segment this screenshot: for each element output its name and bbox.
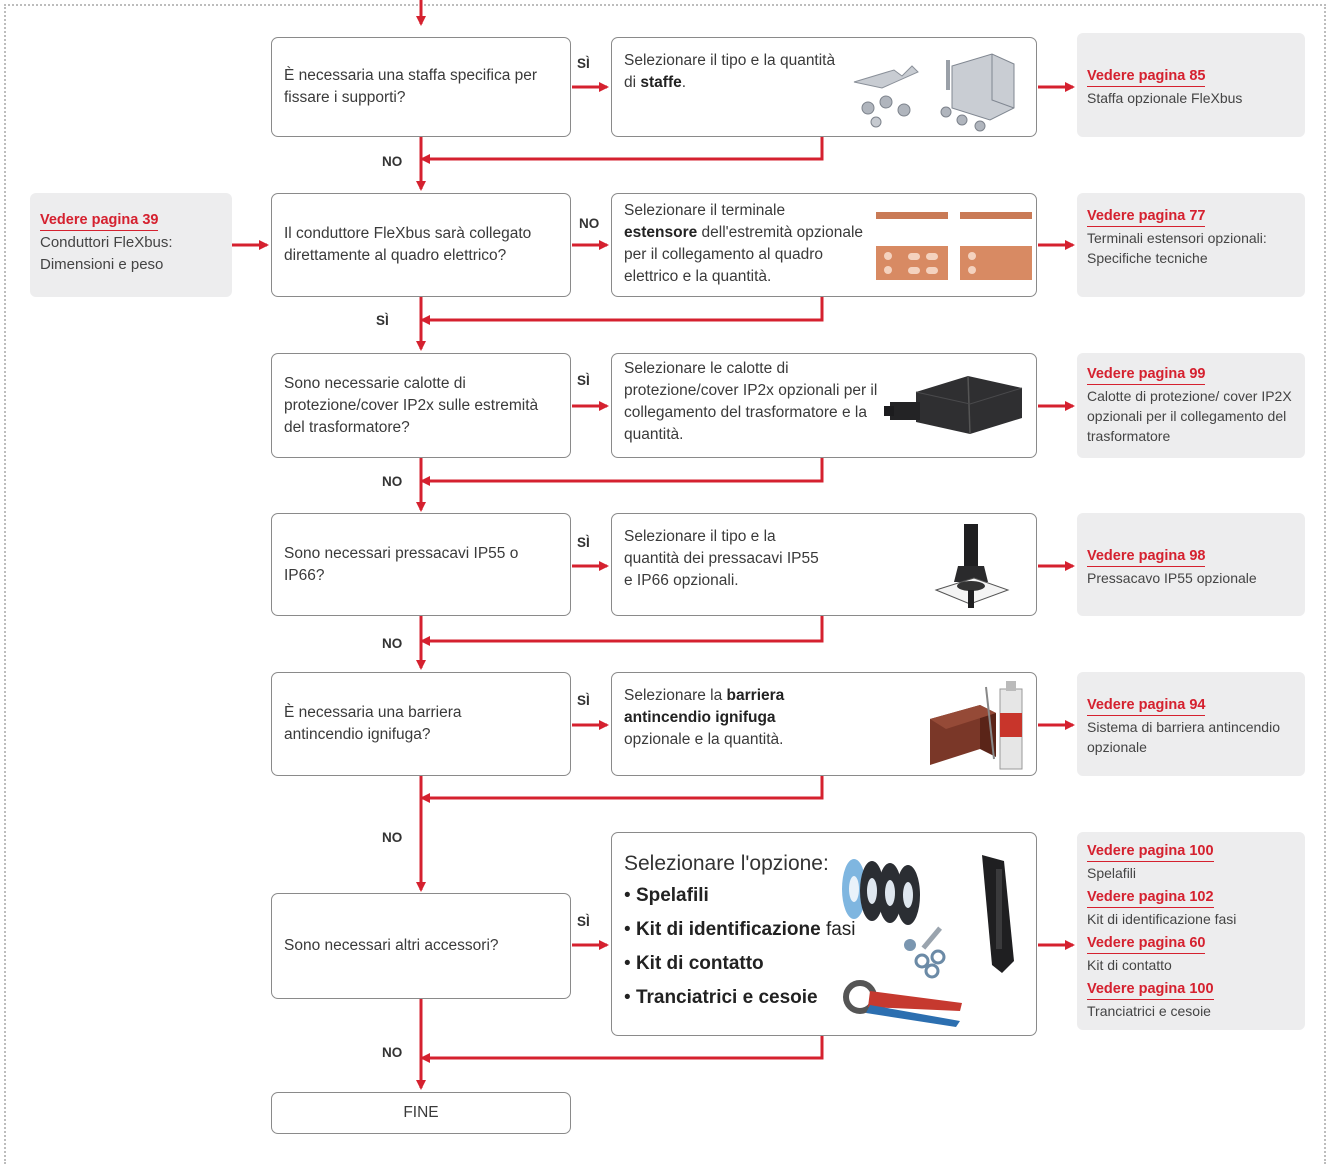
option-item: • Spelafili <box>624 885 709 906</box>
yes-label: SÌ <box>577 914 590 929</box>
option-item: • Kit di contatto <box>624 953 764 974</box>
answer-text: Selezionare le calotte di protezione/cov… <box>624 358 886 446</box>
answer-text-plain: Selezionare il tipo e la quantità dei pr… <box>624 528 819 589</box>
reference-box: Vedere pagina 94 Sistema di barriera ant… <box>1077 672 1305 776</box>
cable-gland-image <box>934 524 1010 608</box>
option-list: Selezionare l'opzione: • Spelafili • Kit… <box>624 849 894 1015</box>
option-item: • Tranciatrici e cesoie <box>624 987 818 1008</box>
reference-description: Spelafili <box>1087 865 1137 881</box>
reference-link[interactable]: Vedere pagina 39 <box>40 211 159 231</box>
answer-text: Selezionare il tipo e la quantità di sta… <box>624 50 839 94</box>
answer-text-plain: opzionale e la quantità. <box>624 731 784 748</box>
reference-link[interactable]: Vedere pagina 102 <box>1087 888 1214 908</box>
side-reference: Vedere pagina 39 Conduttori FleXbus: Dim… <box>30 193 232 297</box>
reference-link[interactable]: Vedere pagina 85 <box>1087 67 1206 87</box>
answer-text-plain: . <box>681 74 687 91</box>
no-label: NO <box>382 636 403 651</box>
reference-description: Dimensioni e peso <box>40 256 164 273</box>
yes-label: SÌ <box>577 56 590 71</box>
no-label: NO <box>579 216 600 231</box>
answer-text-bold: staffe <box>640 74 682 91</box>
answer-text-plain: Selezionare il tipo e la quantità di <box>624 52 836 91</box>
end-label: FINE <box>403 1104 439 1121</box>
reference-box: Vedere pagina 98 Pressacavo IP55 opziona… <box>1077 513 1305 616</box>
question-box: È necessaria una barriera antincendio ig… <box>271 672 571 776</box>
question-box: È necessaria una staffa specifica per fi… <box>271 37 571 137</box>
option-title: Selezionare l'opzione: <box>624 852 829 875</box>
reference-description: Terminali estensori opzionali: Specifich… <box>1087 230 1267 266</box>
answer-text-plain: dell'estremità opzionale per il collegam… <box>624 224 864 285</box>
reference-description: Kit di identificazione fasi <box>1087 911 1237 927</box>
reference-description: Staffa opzionale FleXbus <box>1087 90 1243 106</box>
reference-link[interactable]: Vedere pagina 100 <box>1087 842 1214 862</box>
bracket-image <box>853 53 1015 132</box>
answer-box: Selezionare il terminale estensore dell'e… <box>611 193 1037 297</box>
fire-barrier-image <box>930 681 1023 770</box>
reference-link[interactable]: Vedere pagina 60 <box>1087 934 1206 954</box>
end-box: FINE <box>271 1092 571 1134</box>
question-text: È necessaria una staffa specifica per fi… <box>284 67 538 106</box>
answer-box: Selezionare le calotte di protezione/cov… <box>611 353 1037 458</box>
yes-label: SÌ <box>577 373 590 388</box>
answer-text-plain: Selezionare il terminale <box>624 202 786 219</box>
option-item-bold: Tranciatrici e cesoie <box>635 987 818 1008</box>
question-box: Sono necessari pressacavi IP55 o IP66? <box>271 513 571 616</box>
reference-box: Vedere pagina 99 Calotte di protezione/ … <box>1077 353 1305 458</box>
question-box: Sono necessarie calotte di protezione/co… <box>271 353 571 458</box>
yes-label: SÌ <box>577 535 590 550</box>
answer-box: Selezionare il tipo e la quantità di sta… <box>611 37 1037 137</box>
reference-entry: Vedere pagina 100 Tranciatrici e cesoie <box>1087 978 1295 1021</box>
question-text: È necessaria una barriera antincendio ig… <box>284 704 462 743</box>
question-text: Sono necessarie calotte di protezione/co… <box>284 374 539 436</box>
answer-box: Selezionare l'opzione: • Spelafili • Kit… <box>611 832 1037 1036</box>
answer-box: Selezionare il tipo e la quantità dei pr… <box>611 513 1037 616</box>
reference-description: Sistema di barriera antincendio opzional… <box>1087 719 1280 755</box>
reference-entry: Vedere pagina 102 Kit di identificazione… <box>1087 886 1295 929</box>
yes-label: SÌ <box>376 313 389 328</box>
reference-box: Vedere pagina 100 Spelafili Vedere pagin… <box>1077 832 1305 1030</box>
question-text: Sono necessari altri accessori? <box>284 937 499 954</box>
option-item-rest: fasi <box>820 919 856 940</box>
reference-description: Pressacavo IP55 opzionale <box>1087 570 1257 586</box>
answer-text: Selezionare il tipo e la quantità dei pr… <box>624 526 819 592</box>
answer-box: Selezionare la barriera antincendio igni… <box>611 672 1037 776</box>
option-item-bold: Kit di identificazione <box>635 919 821 940</box>
reference-description: Kit di contatto <box>1087 957 1172 973</box>
yes-label: SÌ <box>577 693 590 708</box>
no-label: NO <box>382 830 403 845</box>
no-label: NO <box>382 154 403 169</box>
reference-link[interactable]: Vedere pagina 99 <box>1087 365 1206 385</box>
protective-cover-image <box>884 375 1023 435</box>
reference-link[interactable]: Vedere pagina 77 <box>1087 207 1206 227</box>
reference-description: Tranciatrici e cesoie <box>1087 1003 1211 1019</box>
option-item-bold: Kit di contatto <box>635 953 764 974</box>
no-label: NO <box>382 474 403 489</box>
reference-box: Vedere pagina 77 Terminali estensori opz… <box>1077 193 1305 297</box>
reference-entry: Vedere pagina 100 Spelafili <box>1087 840 1295 883</box>
answer-text-bold: estensore <box>624 224 698 241</box>
reference-link[interactable]: Vedere pagina 100 <box>1087 980 1214 1000</box>
question-box: Il conduttore FleXbus sarà collegato dir… <box>271 193 571 297</box>
question-text: Il conduttore FleXbus sarà collegato dir… <box>284 225 532 264</box>
reference-description: Calotte di protezione/ cover IP2X opzion… <box>1087 388 1292 444</box>
option-item: • Kit di identificazione fasi <box>624 919 856 940</box>
terminal-extender-image <box>876 212 1032 280</box>
reference-box: Vedere pagina 85 Staffa opzionale FleXbu… <box>1077 33 1305 137</box>
answer-text-plain: Selezionare la <box>624 687 727 704</box>
answer-text: Selezionare la barriera antincendio igni… <box>624 685 839 751</box>
question-box: Sono necessari altri accessori? <box>271 893 571 999</box>
answer-text-plain: Selezionare le calotte di protezione/cov… <box>624 360 878 443</box>
accessories-image <box>842 855 1014 1027</box>
answer-text-bold: barriera antincendio ignifuga <box>624 687 785 726</box>
no-label: NO <box>382 1045 403 1060</box>
answer-text: Selezionare il terminale estensore dell'e… <box>624 200 874 288</box>
option-item-bold: Spelafili <box>635 885 709 906</box>
reference-link[interactable]: Vedere pagina 98 <box>1087 547 1206 567</box>
reference-link[interactable]: Vedere pagina 94 <box>1087 696 1206 716</box>
reference-description: Conduttori FleXbus: <box>40 234 173 251</box>
reference-entry: Vedere pagina 60 Kit di contatto <box>1087 932 1295 975</box>
page-frame <box>4 4 1326 1164</box>
question-text: Sono necessari pressacavi IP55 o IP66? <box>284 544 519 584</box>
